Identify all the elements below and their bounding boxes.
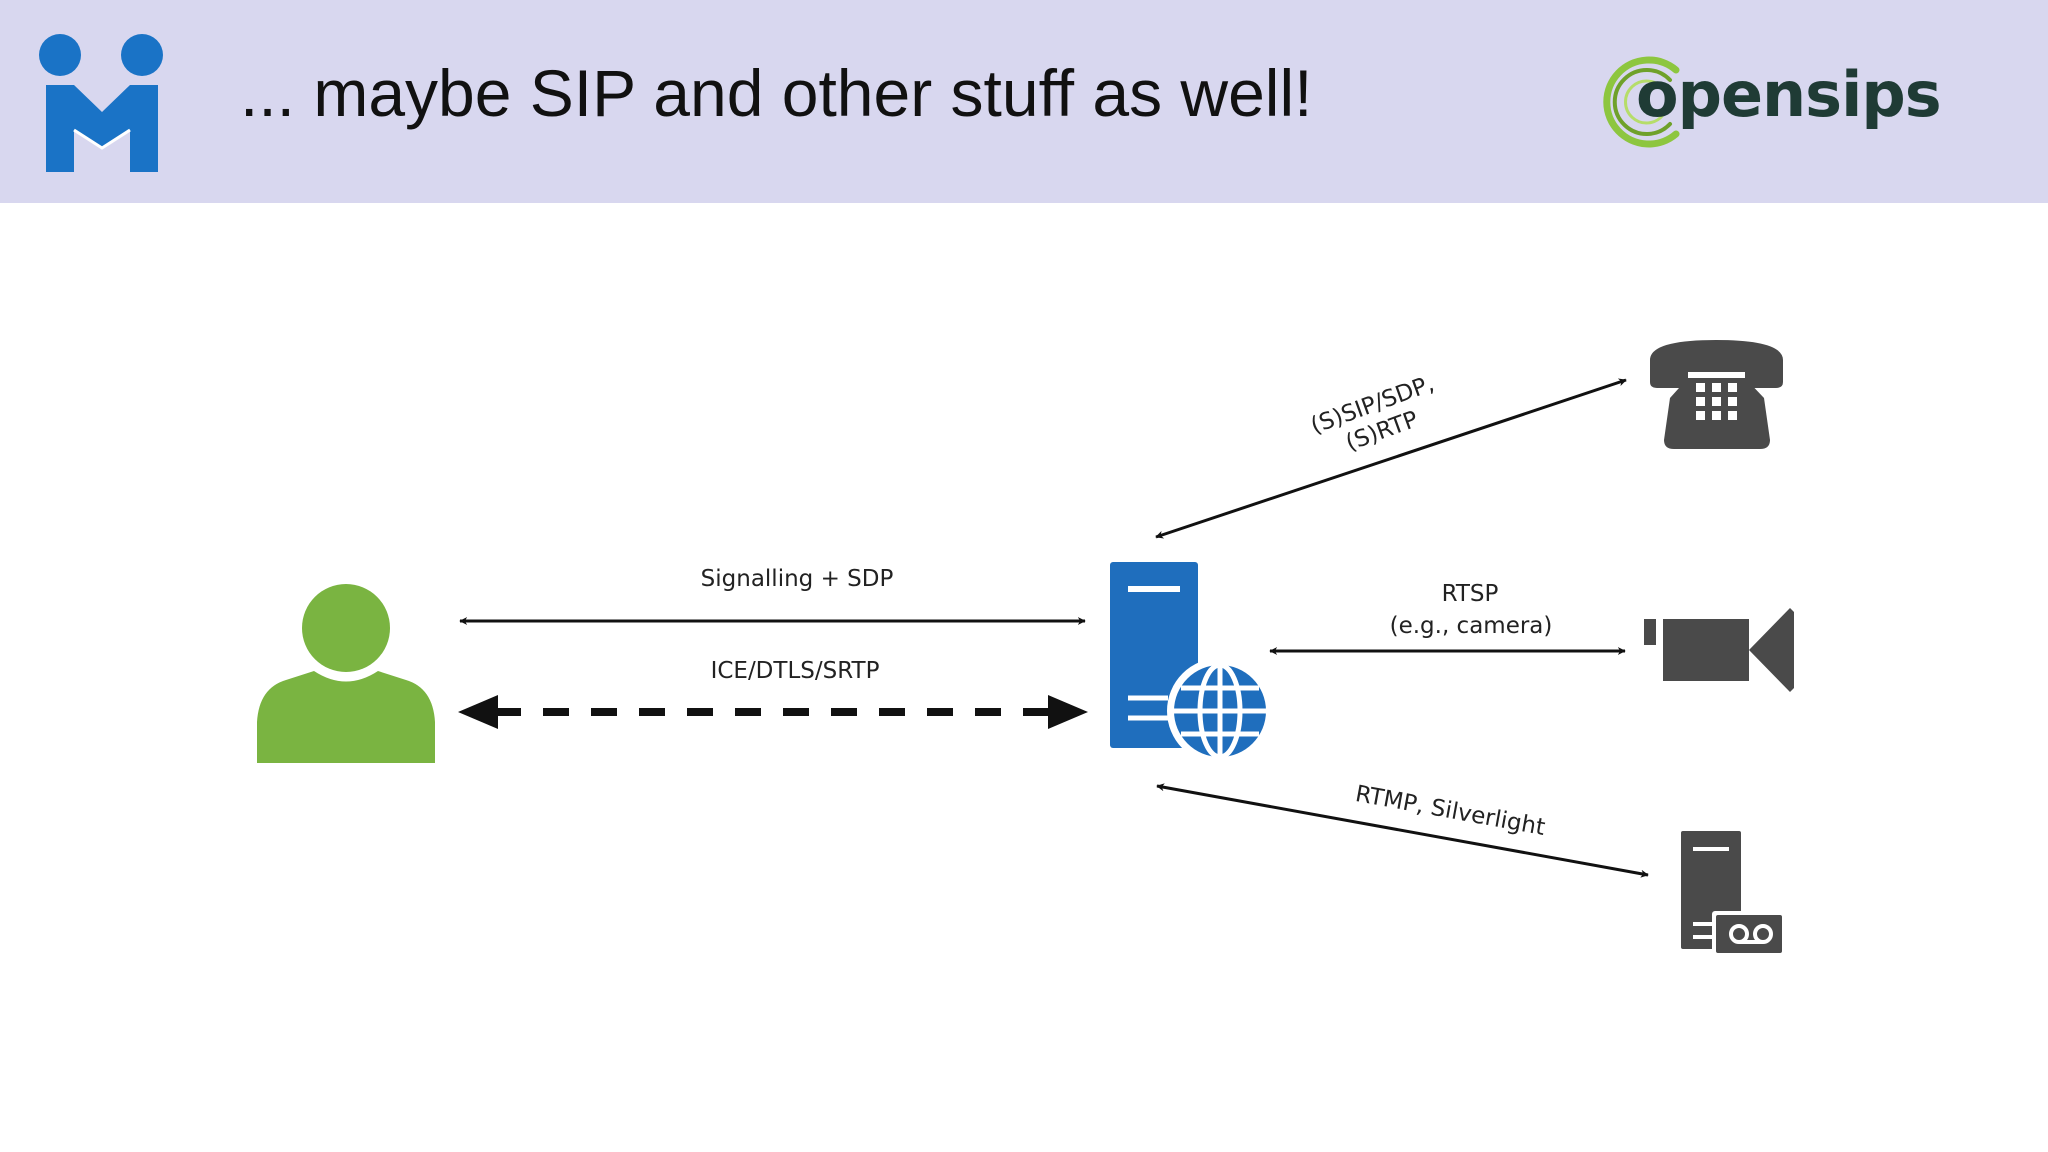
camera-label-line1: RTSP — [1442, 581, 1499, 607]
slide-title: ... maybe SIP and other stuff as well! — [240, 56, 1313, 130]
camera-label-line2: (e.g., camera) — [1390, 613, 1553, 639]
m-logo-icon — [39, 34, 163, 172]
media-server-icon — [1681, 831, 1786, 957]
phone-label: (S)SIP/SDP, (S)RTP — [1307, 371, 1437, 457]
phone-arrow — [1155, 378, 1627, 539]
opensips-logo-icon — [1603, 56, 1680, 148]
user-icon — [257, 584, 435, 763]
slide-header — [0, 0, 2048, 203]
media-label: ICE/DTLS/SRTP — [711, 658, 880, 684]
media-arrow — [458, 695, 1088, 729]
web-server-icon — [1110, 562, 1273, 764]
telephone-icon — [1650, 340, 1783, 449]
streaming-label: RTMP, Silverlight — [1353, 781, 1547, 841]
video-camera-icon — [1644, 608, 1794, 692]
opensips-logo-text: opensips — [1636, 58, 1942, 131]
streaming-arrow — [1156, 783, 1649, 878]
signalling-label: Signalling + SDP — [701, 566, 894, 592]
